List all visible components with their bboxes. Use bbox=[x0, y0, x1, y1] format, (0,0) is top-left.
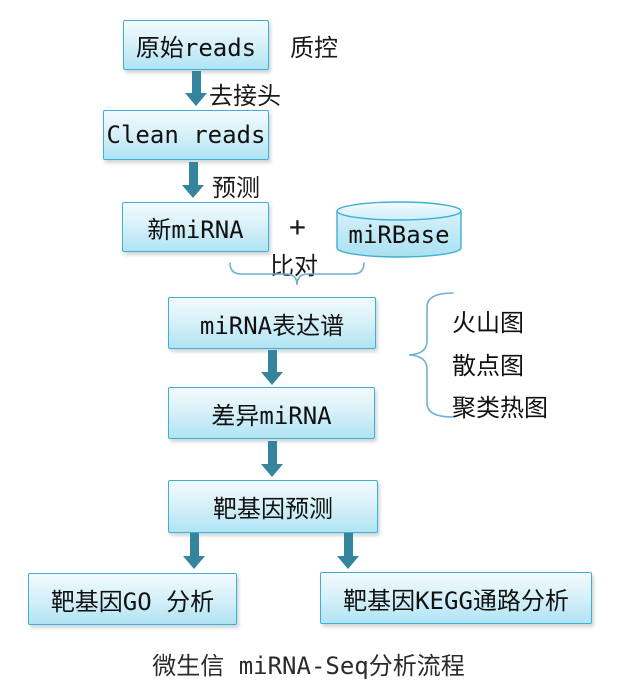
arrow-shaft bbox=[189, 533, 199, 556]
arrow-head bbox=[182, 185, 204, 198]
node-new-mirna-label: 新miRNA bbox=[147, 215, 244, 244]
node-expression-profile-label: miRNA表达谱 bbox=[199, 311, 345, 340]
label-plus: + bbox=[289, 210, 306, 243]
label-alignment: 比对 bbox=[270, 252, 318, 280]
plot-types-brace-icon bbox=[408, 292, 454, 418]
annotation-scatter-plot: 散点图 bbox=[452, 352, 524, 380]
arrow-head bbox=[185, 93, 207, 106]
node-target-prediction: 靶基因预测 bbox=[168, 480, 378, 533]
label-prediction: 预测 bbox=[212, 174, 260, 202]
node-diff-mirna-label: 差异miRNA bbox=[211, 401, 332, 430]
node-kegg-analysis-label: 靶基因KEGG通路分析 bbox=[343, 586, 569, 615]
arrow-shaft bbox=[191, 71, 201, 93]
alignment-underbrace-icon bbox=[229, 262, 365, 286]
node-clean-reads: Clean reads bbox=[103, 110, 269, 160]
arrow-down-icon bbox=[337, 533, 359, 569]
node-clean-reads-label: Clean reads bbox=[106, 121, 266, 149]
annotation-cluster-heatmap: 聚类热图 bbox=[452, 394, 548, 422]
node-go-analysis-label: 靶基因GO 分析 bbox=[50, 587, 215, 616]
label-adapter-removal: 去接头 bbox=[209, 82, 281, 110]
arrow-head bbox=[183, 556, 205, 569]
arrow-head bbox=[337, 556, 359, 569]
node-mirbase-label: miRBase bbox=[348, 221, 450, 249]
diagram-title: 微生信 miRNA-Seq分析流程 bbox=[152, 652, 465, 680]
arrow-shaft bbox=[267, 441, 277, 464]
database-cylinder-icon bbox=[336, 201, 462, 258]
arrow-shaft bbox=[267, 350, 277, 372]
arrow-head bbox=[261, 464, 283, 477]
node-go-analysis: 靶基因GO 分析 bbox=[28, 573, 237, 625]
node-expression-profile: miRNA表达谱 bbox=[168, 297, 376, 349]
arrow-down-icon bbox=[182, 162, 204, 198]
node-kegg-analysis: 靶基因KEGG通路分析 bbox=[320, 572, 592, 624]
node-diff-mirna: 差异miRNA bbox=[168, 387, 375, 439]
node-raw-reads: 原始reads bbox=[123, 20, 269, 70]
arrow-down-icon bbox=[261, 441, 283, 477]
node-target-prediction-label: 靶基因预测 bbox=[213, 495, 333, 523]
arrow-down-icon bbox=[185, 71, 207, 106]
arrow-shaft bbox=[343, 533, 353, 556]
arrow-head bbox=[261, 372, 283, 385]
arrow-down-icon bbox=[183, 533, 205, 569]
node-mirbase-database: miRBase bbox=[336, 201, 462, 259]
node-new-mirna: 新miRNA bbox=[122, 202, 269, 252]
node-raw-reads-label: 原始reads bbox=[135, 33, 257, 62]
arrow-down-icon bbox=[261, 350, 283, 385]
arrow-shaft bbox=[188, 162, 198, 185]
label-quality-control: 质控 bbox=[290, 34, 338, 62]
annotation-volcano-plot: 火山图 bbox=[452, 309, 524, 337]
